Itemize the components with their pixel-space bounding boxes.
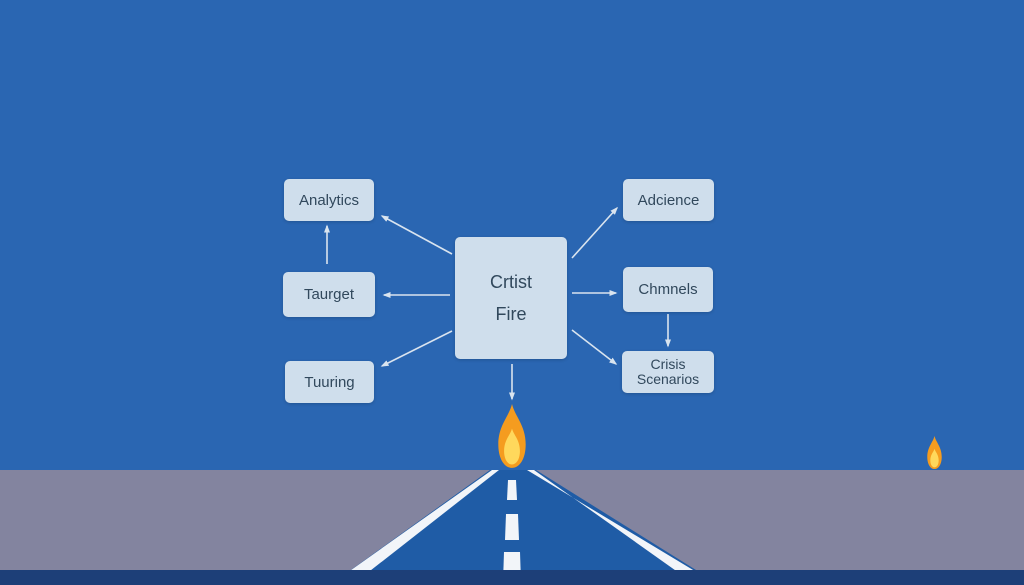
node-tuuring: Tuuring (285, 361, 374, 403)
central-node-line2: Fire (495, 304, 527, 324)
node-central-crisis-fire: Crtist Fire (455, 237, 567, 359)
central-node-line1: Crtist (490, 272, 532, 292)
node-audience-label: Adcience (637, 191, 700, 209)
arrow-center-to-tuuring (380, 330, 453, 367)
road-center-dash-1 (507, 480, 517, 500)
node-analytics: Analytics (284, 179, 374, 221)
node-crisis-scenarios: Crisis Scenarios (622, 351, 714, 393)
node-crisis-label-line2: Scenarios (636, 371, 700, 387)
node-audience: Adcience (623, 179, 714, 221)
node-analytics-label: Analytics (298, 191, 360, 209)
node-tuuring-label: Tuuring (304, 373, 355, 391)
road-edge-line-left (330, 470, 499, 585)
road-edge-line-right (527, 470, 718, 585)
bottom-dark-strip (0, 570, 1024, 585)
road-surface (330, 470, 720, 585)
node-crisis-label-line1: Crisis (650, 356, 686, 372)
node-channels: Chmnels (623, 267, 713, 312)
road-scene (0, 470, 1024, 585)
arrow-center-to-audience (571, 206, 619, 259)
arrow-center-to-analytics (380, 215, 453, 255)
node-target-label: Taurget (303, 286, 355, 303)
arrow-center-to-crisis (571, 329, 618, 365)
node-target: Taurget (283, 272, 375, 317)
road-center-dash-2 (505, 514, 519, 540)
node-channels-label: Chmnels (638, 281, 698, 298)
